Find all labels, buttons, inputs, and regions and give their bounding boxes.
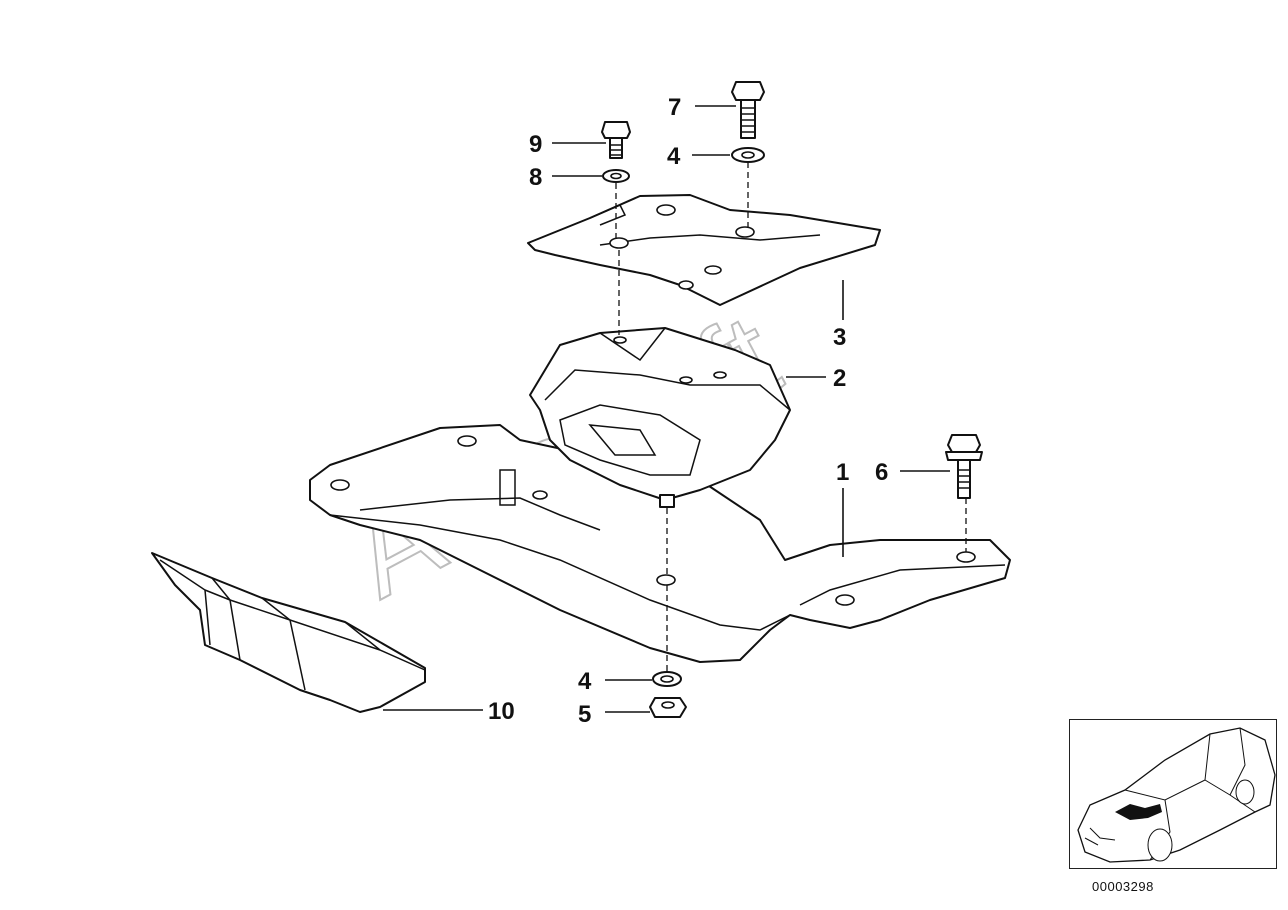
callout-10: 10 <box>488 698 515 725</box>
part-4-washer-top <box>731 147 765 163</box>
callouts: 7 4 9 8 3 2 1 6 4 5 10 <box>488 94 888 728</box>
callout-6: 6 <box>875 459 888 486</box>
callout-3: 3 <box>833 324 846 351</box>
car-locator-inset <box>1069 719 1277 869</box>
part-10-heat-shield <box>151 552 426 713</box>
reference-number: 00003298 <box>1092 879 1154 894</box>
callout-7: 7 <box>668 94 681 121</box>
callout-4-bottom: 4 <box>578 668 592 695</box>
part-9-bolt <box>601 121 631 159</box>
assembly-lines <box>615 162 967 672</box>
callout-4-top: 4 <box>667 143 681 170</box>
callout-5: 5 <box>578 701 591 728</box>
callout-8: 8 <box>529 164 542 191</box>
part-5-nut <box>649 697 687 718</box>
part-4-washer-bottom <box>652 671 682 687</box>
callout-1: 1 <box>836 459 849 486</box>
part-6-bolt <box>945 434 983 499</box>
callout-9: 9 <box>529 131 542 158</box>
part-3-bracket-plate <box>527 194 881 306</box>
part-2-rubber-mount <box>529 327 791 508</box>
car-location-icon <box>1077 727 1276 863</box>
part-1-crossmember <box>309 424 1011 663</box>
leader-lines <box>383 105 950 713</box>
callout-2: 2 <box>833 365 846 392</box>
part-7-bolt <box>731 81 765 139</box>
part-8-washer <box>602 169 630 183</box>
